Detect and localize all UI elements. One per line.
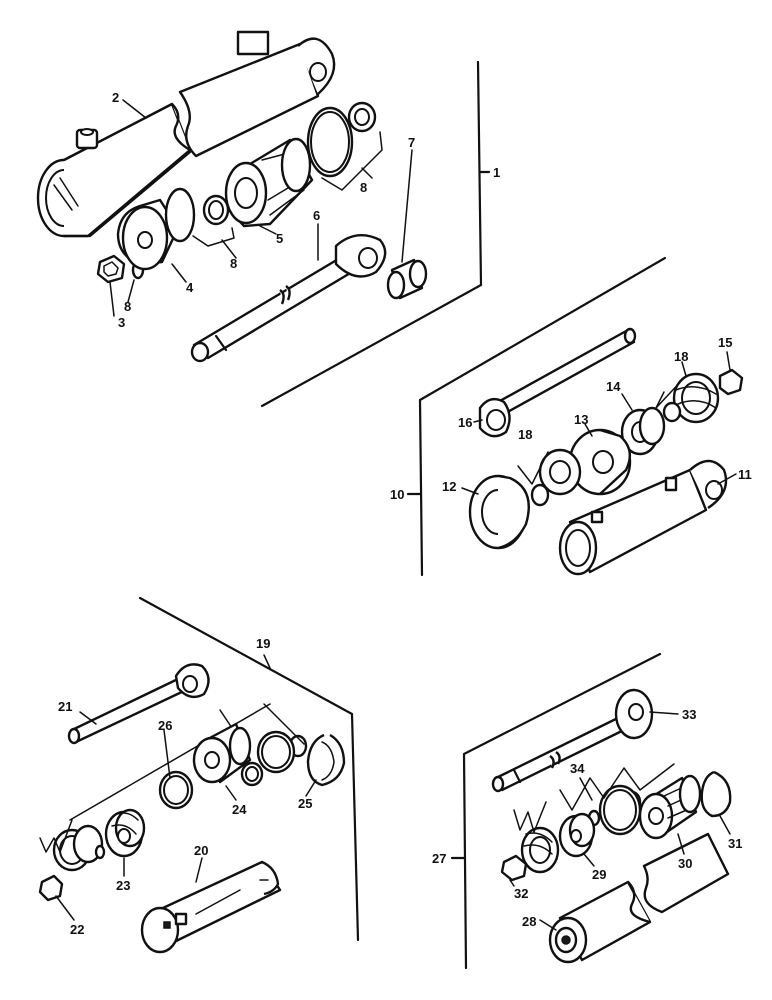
assembly-27 bbox=[450, 652, 732, 970]
callout-6: 6 bbox=[313, 208, 320, 223]
part-12-piston bbox=[468, 474, 530, 550]
callout-16: 16 bbox=[458, 415, 472, 430]
callout-8-a: 8 bbox=[124, 299, 131, 314]
callout-29: 29 bbox=[592, 867, 606, 882]
callout-20: 20 bbox=[194, 843, 208, 858]
callout-27: 27 bbox=[432, 851, 446, 866]
callout-3: 3 bbox=[118, 315, 125, 330]
part-8-ring-set-right bbox=[306, 101, 383, 191]
part-28-barrel bbox=[548, 832, 730, 964]
part-3-nut bbox=[96, 254, 126, 284]
part-15-nut bbox=[718, 368, 744, 396]
assembly-19-boundary bbox=[138, 596, 360, 942]
part-21-rod bbox=[67, 663, 210, 745]
part-14-wiper bbox=[620, 406, 666, 456]
callout-8-c: 8 bbox=[360, 180, 367, 195]
part-33-rod bbox=[491, 688, 654, 793]
callout-5: 5 bbox=[276, 231, 283, 246]
part-4-piston bbox=[116, 187, 196, 271]
callout-28: 28 bbox=[522, 914, 536, 929]
part-25-snap-ring bbox=[306, 733, 346, 787]
part-16-rod bbox=[478, 327, 637, 438]
part-24-gland bbox=[192, 722, 252, 784]
part-11-barrel bbox=[558, 459, 728, 576]
assembly-10 bbox=[406, 256, 744, 577]
callout-2: 2 bbox=[112, 90, 119, 105]
callout-12: 12 bbox=[442, 479, 456, 494]
part-32-seal-set-and-nut bbox=[500, 801, 560, 882]
callout-10: 10 bbox=[390, 487, 404, 502]
callout-13: 13 bbox=[574, 412, 588, 427]
part-29-piston bbox=[558, 812, 596, 858]
callout-30: 30 bbox=[678, 856, 692, 871]
callout-4: 4 bbox=[186, 280, 194, 295]
callout-25: 25 bbox=[298, 796, 312, 811]
callout-21: 21 bbox=[58, 699, 72, 714]
part-34-seal-set bbox=[559, 763, 675, 836]
part-18-seal-set-lower bbox=[517, 448, 582, 507]
part-23-piston bbox=[104, 808, 146, 858]
assembly-1-boundary bbox=[260, 60, 483, 408]
callout-8-b: 8 bbox=[230, 256, 237, 271]
part-7-bushing bbox=[386, 258, 428, 300]
part-18-seal-set-upper bbox=[655, 372, 720, 424]
callout-32: 32 bbox=[514, 886, 528, 901]
assembly-1 bbox=[36, 30, 491, 408]
part-22-seal-set-and-nut bbox=[38, 819, 106, 902]
callout-24: 24 bbox=[232, 802, 247, 817]
part-30-gland bbox=[638, 774, 702, 840]
part-26-wiper bbox=[158, 770, 194, 810]
part-2-barrel bbox=[36, 30, 336, 238]
callout-7: 7 bbox=[408, 135, 415, 150]
callout-18-a: 18 bbox=[674, 349, 688, 364]
callout-14: 14 bbox=[606, 379, 621, 394]
part-6-rod bbox=[190, 234, 387, 363]
callout-31: 31 bbox=[728, 836, 742, 851]
callout-34: 34 bbox=[570, 761, 585, 776]
assembly-27-boundary bbox=[462, 652, 662, 970]
callout-19: 19 bbox=[256, 636, 270, 651]
callout-11: 11 bbox=[738, 467, 752, 482]
part-20-barrel bbox=[140, 860, 282, 954]
part-31-snap-ring bbox=[700, 770, 732, 818]
assembly-10-boundary bbox=[418, 256, 667, 577]
callout-23: 23 bbox=[116, 878, 130, 893]
callout-1: 1 bbox=[493, 165, 500, 180]
callout-22: 22 bbox=[70, 922, 84, 937]
part-5-gland bbox=[224, 137, 314, 228]
part-32-nut bbox=[500, 854, 528, 882]
part-8-ring-set-middle bbox=[192, 194, 235, 247]
callout-26: 26 bbox=[158, 718, 172, 733]
callout-15: 15 bbox=[718, 335, 732, 350]
callout-33: 33 bbox=[682, 707, 696, 722]
assembly-19 bbox=[38, 596, 360, 954]
callout-18-b: 18 bbox=[518, 427, 532, 442]
